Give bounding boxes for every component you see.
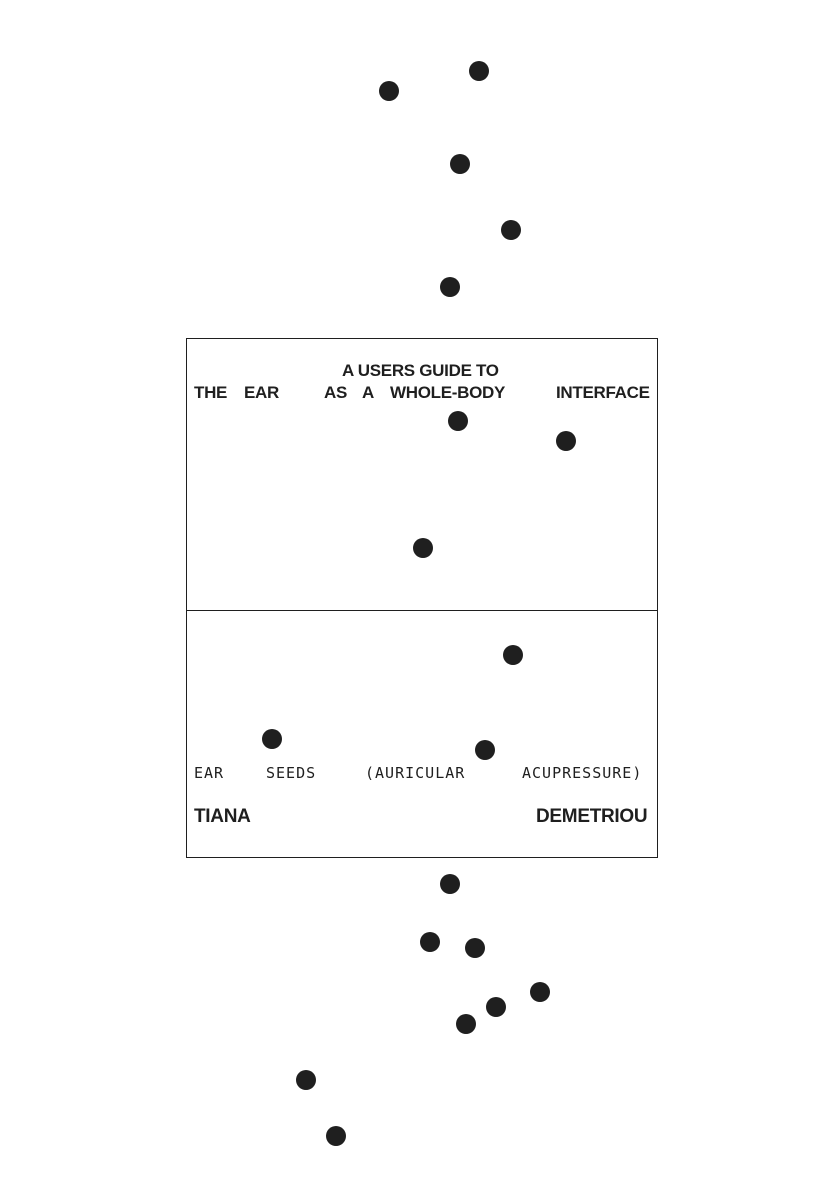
seed-dot xyxy=(465,938,485,958)
title-word-whole-body: WHOLE-BODY xyxy=(390,383,506,402)
seed-dot xyxy=(296,1070,316,1090)
title-frame xyxy=(186,338,658,858)
subtitle: A USERS GUIDE TO xyxy=(342,361,499,380)
seed-dot xyxy=(326,1126,346,1146)
title-word-as: AS xyxy=(324,383,348,402)
title-word-a: A xyxy=(362,383,374,402)
seed-dot xyxy=(262,729,282,749)
seed-dot xyxy=(448,411,468,431)
seed-dot xyxy=(475,740,495,760)
series-word-auricular: (AURICULAR xyxy=(365,764,466,782)
seed-dot xyxy=(469,61,489,81)
seed-dot xyxy=(420,932,440,952)
seed-dot xyxy=(440,277,460,297)
author-last-name: DEMETRIOU xyxy=(536,806,648,827)
title-word-interface: INTERFACE xyxy=(556,383,650,402)
title-word-the: THE xyxy=(194,383,228,402)
seed-dot xyxy=(379,81,399,101)
seed-dot xyxy=(486,997,506,1017)
seed-dot xyxy=(530,982,550,1002)
seed-dot xyxy=(501,220,521,240)
title-word-ear: EAR xyxy=(244,383,279,402)
series-word-acupressure: ACUPRESSURE) xyxy=(522,764,643,782)
series-word-ear: EAR xyxy=(194,764,225,782)
seed-dot xyxy=(456,1014,476,1034)
seed-dot xyxy=(556,431,576,451)
seed-dot xyxy=(440,874,460,894)
frame-divider xyxy=(186,610,658,611)
author-first-name: TIANA xyxy=(194,806,251,827)
series-word-seeds: SEEDS xyxy=(266,764,317,782)
seed-dot xyxy=(503,645,523,665)
seed-dot xyxy=(413,538,433,558)
seed-dot xyxy=(450,154,470,174)
